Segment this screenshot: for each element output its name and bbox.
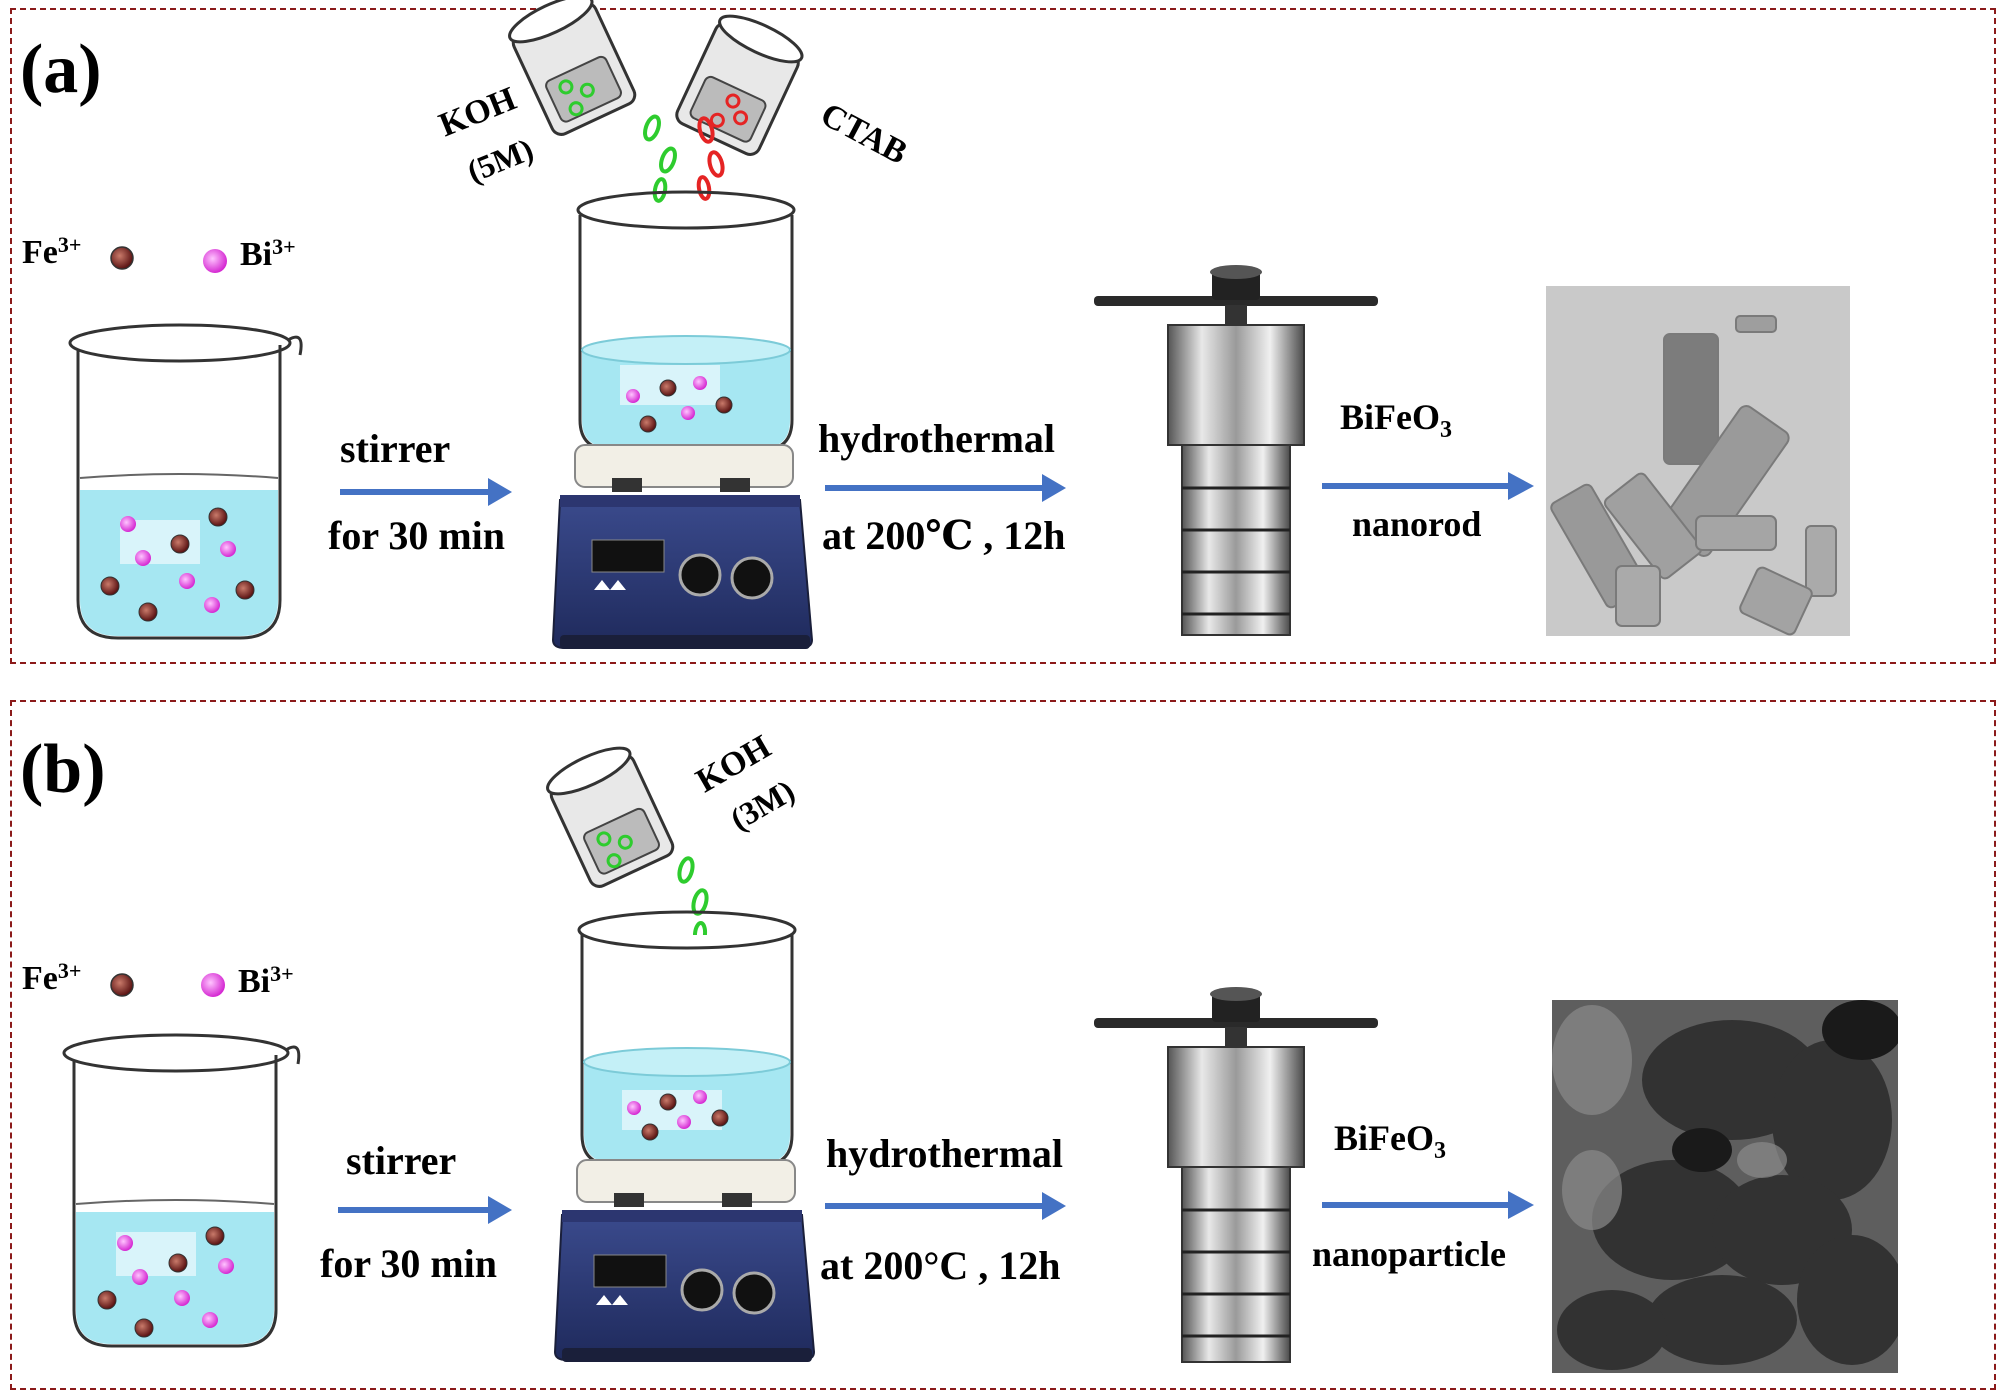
panel-a-label: (a)	[20, 31, 102, 108]
hotplate-stirrer-icon	[553, 1159, 816, 1362]
step-stirrer-label: stirrer	[340, 426, 451, 471]
stirring-beaker-icon	[576, 190, 796, 452]
bi-ion-legend-icon	[203, 249, 227, 273]
panel-a-graphics	[68, 0, 1534, 649]
hotplate-stirrer-icon	[551, 444, 814, 649]
panel-b-graphics	[62, 746, 1534, 1363]
fe-ion-label: Fe3+	[22, 958, 82, 997]
reagent-ctab-label: CTAB	[814, 96, 914, 172]
step-hydrothermal-conditions: at 200℃ , 12h	[822, 513, 1066, 558]
autoclave-reactor-icon	[1094, 987, 1378, 1363]
stirring-beaker-icon	[577, 910, 797, 1167]
koh-drops-icon	[677, 856, 709, 947]
panel-a-frame	[10, 8, 1996, 664]
reagent-koh-concentration: (5M)	[462, 130, 539, 190]
fe-ion-legend-icon	[110, 973, 134, 997]
bi-ion-label: Bi3+	[238, 961, 294, 1000]
step-stirrer-label: stirrer	[346, 1138, 457, 1183]
panel-b-label: (b)	[20, 731, 106, 808]
precursor-beaker-icon	[68, 323, 303, 640]
product-label: BiFeO3	[1334, 1118, 1446, 1165]
fe-ion-legend-icon	[110, 246, 134, 270]
fe-ion-label: Fe3+	[22, 232, 82, 271]
bi-ion-legend-icon	[201, 973, 225, 997]
panel-b-frame	[10, 700, 1996, 1390]
step-hydrothermal-conditions: at 200°C , 12h	[820, 1243, 1061, 1288]
autoclave-reactor-icon	[1094, 265, 1378, 636]
bi-ion-label: Bi3+	[240, 234, 296, 273]
tem-image-nanorod	[1546, 286, 1850, 636]
ctab-cup-icon	[675, 14, 804, 156]
koh-cup-icon	[508, 0, 637, 136]
tem-image-nanoparticle	[1552, 1000, 1898, 1373]
precursor-beaker-icon	[62, 1033, 301, 1348]
step-hydrothermal-label: hydrothermal	[818, 416, 1056, 461]
step-hydrothermal-label: hydrothermal	[826, 1131, 1064, 1176]
product-label: BiFeO3	[1340, 397, 1452, 444]
product-shape-label: nanoparticle	[1312, 1234, 1506, 1274]
step-stirrer-duration: for 30 min	[320, 1241, 498, 1286]
koh-drops-icon	[643, 114, 677, 203]
step-stirrer-duration: for 30 min	[328, 513, 506, 558]
reagent-koh-concentration: (3M)	[724, 772, 801, 838]
product-shape-label: nanorod	[1352, 504, 1482, 544]
ctab-drops-icon	[696, 116, 725, 201]
koh-cup-icon	[546, 746, 675, 888]
